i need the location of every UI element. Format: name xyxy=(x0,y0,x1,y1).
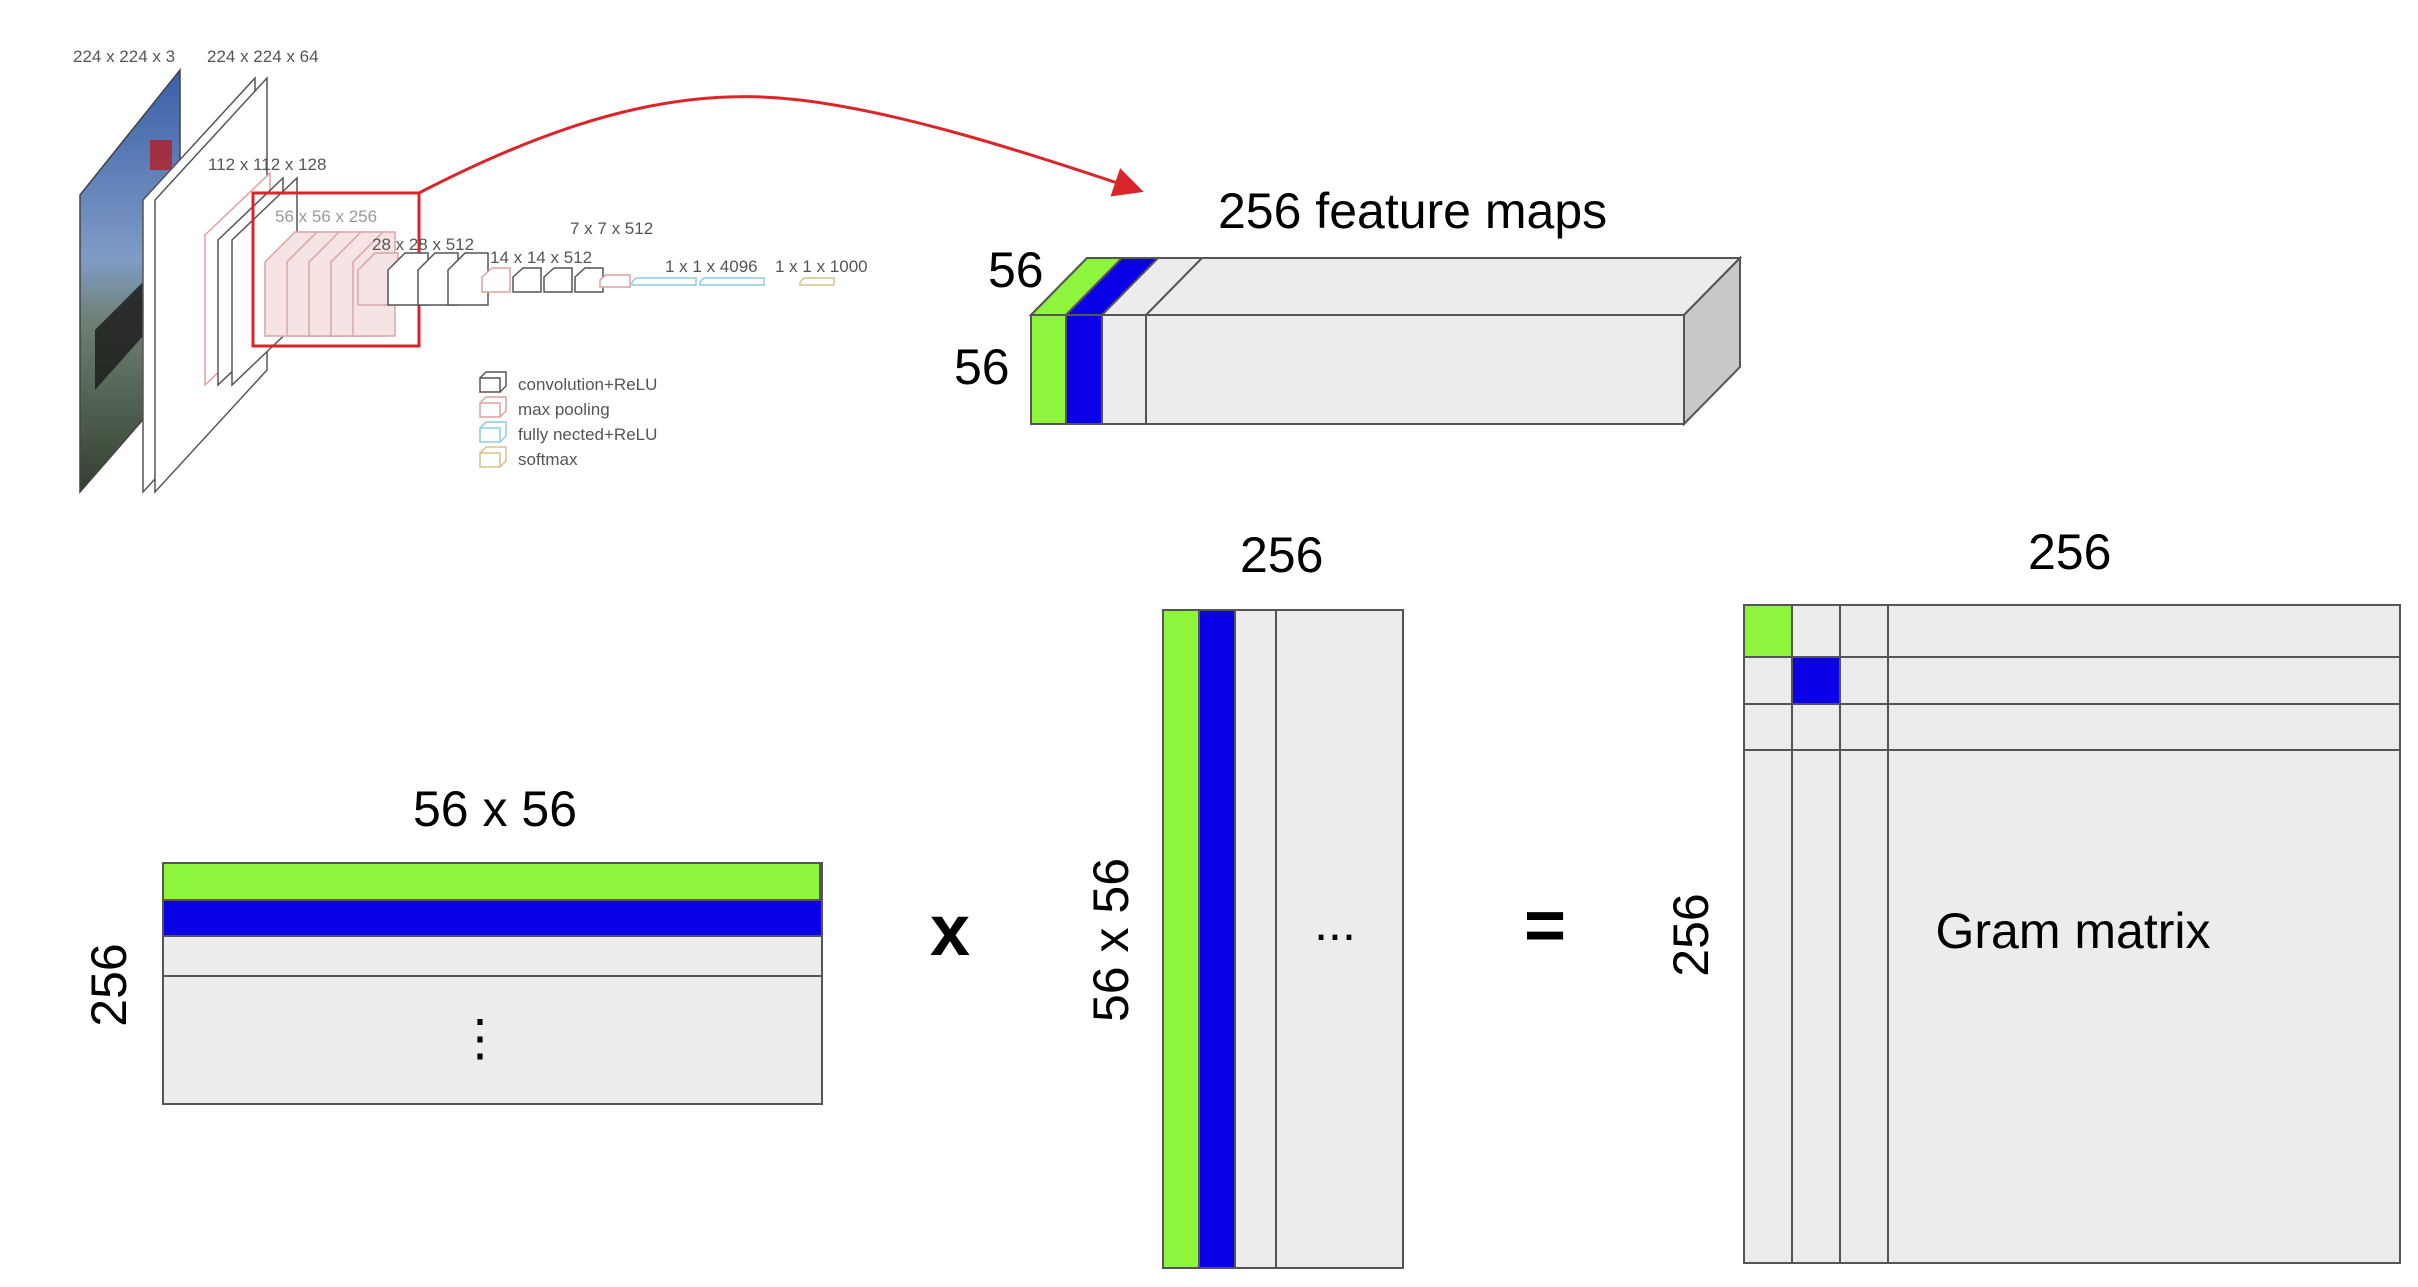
dim-conv3-label: 56 x 56 x 256 xyxy=(275,207,377,226)
dim-conv1-label: 224 x 224 x 64 xyxy=(207,47,319,66)
legend-fc-label: fully nected+ReLU xyxy=(518,425,657,444)
gram-side-label: 256 xyxy=(1663,893,1719,976)
gram-center-label: Gram matrix xyxy=(1936,903,2211,959)
dim-fc-label: 1 x 1 x 4096 xyxy=(665,257,758,276)
feature-maps-block: 256 feature maps 56 56 xyxy=(954,183,1743,427)
legend-softmax-label: softmax xyxy=(518,450,578,469)
matrix-a-ellipsis: ⋮ xyxy=(455,1010,505,1066)
dim-input-label: 224 x 224 x 3 xyxy=(73,47,175,66)
matrix-b-top-label: 256 xyxy=(1240,527,1323,583)
matrix-a-green-row xyxy=(162,862,821,901)
vgg-legend: convolution+ReLU max pooling fully necte… xyxy=(479,371,657,469)
legend-conv-label: convolution+ReLU xyxy=(518,375,657,394)
feature-depth-label: 56 xyxy=(988,242,1044,298)
pool5-block xyxy=(599,274,631,288)
gram-blue-cell xyxy=(1791,656,1841,705)
conv5-block xyxy=(481,267,604,293)
feature-maps-title: 256 feature maps xyxy=(1218,183,1607,239)
fc-block xyxy=(631,277,765,286)
legend-softmax-icon xyxy=(479,446,507,468)
softmax-block xyxy=(799,277,835,286)
gram-top-label: 256 xyxy=(2028,524,2111,580)
dim-pool5-label: 7 x 7 x 512 xyxy=(570,219,653,238)
legend-fc-icon xyxy=(479,421,507,443)
multiply-operator: x xyxy=(930,891,970,971)
matrix-b-ellipsis: ... xyxy=(1314,895,1356,951)
legend-conv-icon xyxy=(479,371,507,393)
reshaped-matrix: 56 x 56 ⋮ 256 xyxy=(81,781,823,1105)
gram-green-cell xyxy=(1743,604,1793,658)
feature-height-label: 56 xyxy=(954,339,1010,395)
legend-pool-icon xyxy=(479,396,507,418)
matrix-b-side-label: 56 x 56 xyxy=(1083,858,1139,1022)
layer-extraction-arrow xyxy=(418,95,1144,197)
conv1-block xyxy=(142,76,268,494)
dim-conv5-label: 14 x 14 x 512 xyxy=(490,248,592,267)
conv4-block xyxy=(357,252,489,306)
matrix-b-blue-col xyxy=(1198,609,1236,1269)
legend-pool-label: max pooling xyxy=(518,400,610,419)
matrix-a-top-label: 56 x 56 xyxy=(413,781,577,837)
matrix-a-blue-row xyxy=(162,899,823,937)
matrix-a-side-label: 256 xyxy=(81,943,137,1026)
gram-matrix: 256 Gram matrix 256 xyxy=(1663,524,2401,1264)
dim-conv2-label: 112 x 112 x 128 xyxy=(208,155,326,174)
dim-conv4-label: 28 x 28 x 512 xyxy=(372,235,474,254)
equals-operator: = xyxy=(1524,886,1566,966)
transposed-matrix: 256 ... 56 x 56 xyxy=(1083,527,1404,1269)
dim-softmax-label: 1 x 1 x 1000 xyxy=(775,257,868,276)
matrix-b-green-col xyxy=(1162,609,1200,1269)
vgg-network: 224 x 224 x 3 224 x 224 x 64 112 x 112 x… xyxy=(73,47,868,495)
